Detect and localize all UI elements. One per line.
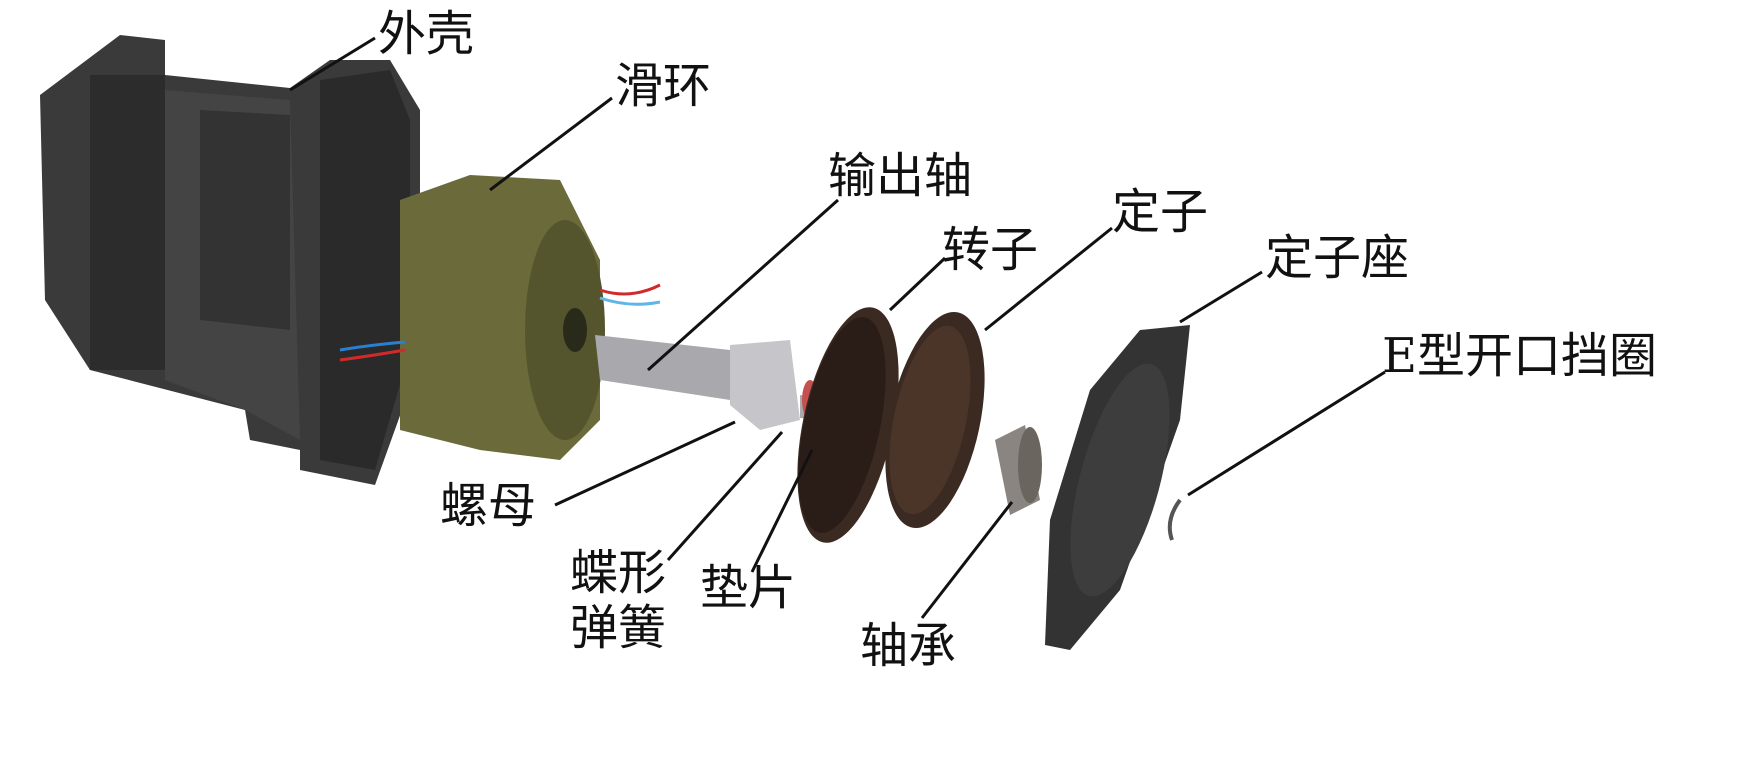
- rotor-part: [797, 307, 899, 543]
- label-disc-spring-2: 弹簧: [570, 600, 667, 656]
- label-washer: 垫片: [700, 560, 797, 616]
- label-output-shaft: 输出轴: [828, 148, 973, 204]
- label-disc-spring-1: 蝶形: [570, 545, 667, 601]
- label-housing: 外壳: [378, 6, 475, 62]
- housing-part: [40, 35, 420, 485]
- slip-ring-part: [339, 175, 661, 460]
- label-nut: 螺母: [440, 478, 537, 534]
- leader-lines: [289, 36, 1386, 619]
- label-stator-seat: 定子座: [1265, 230, 1410, 286]
- label-rotor: 转子: [942, 222, 1039, 278]
- stator-part: [885, 311, 985, 529]
- bearing-part: [995, 425, 1042, 515]
- label-e-ring: E型开口挡圈: [1382, 328, 1658, 384]
- e-ring-part: [1167, 498, 1182, 541]
- label-bearing: 轴承: [860, 618, 957, 674]
- label-slip-ring: 滑环: [615, 58, 712, 114]
- label-stator: 定子: [1112, 184, 1209, 240]
- stator-seat-part: [1045, 325, 1190, 650]
